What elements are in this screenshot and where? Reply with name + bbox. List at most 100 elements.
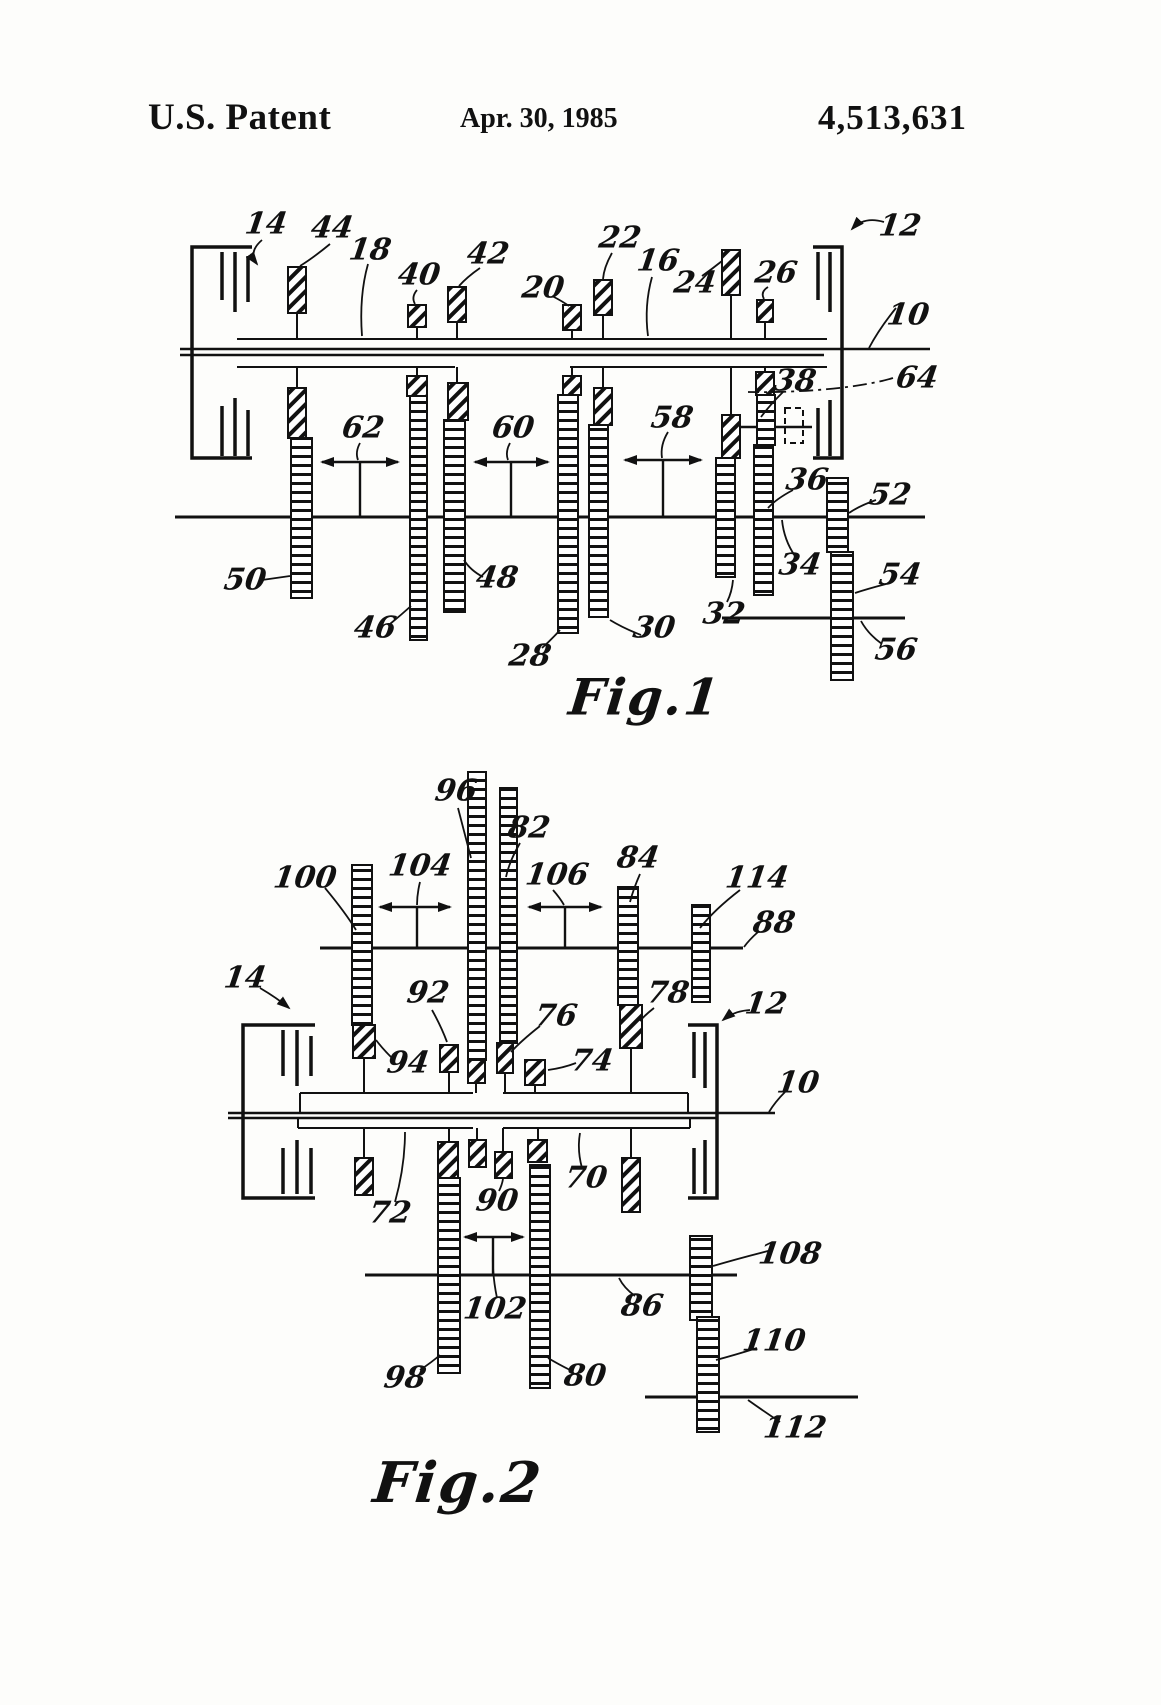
gear-96	[467, 771, 487, 1061]
fig2-leader-lines	[259, 807, 786, 1423]
ref-numeral-24: 24	[671, 265, 719, 301]
figure-2-drawing	[228, 771, 858, 1433]
ref-numeral-10: 10	[774, 1065, 822, 1101]
ref-numeral-108: 108	[756, 1236, 824, 1272]
ref-numeral-12: 12	[742, 986, 790, 1022]
ref-numeral-80: 80	[561, 1358, 609, 1394]
ref-numeral-42: 42	[464, 236, 512, 272]
gear-32	[715, 457, 736, 578]
clutch-42	[447, 286, 467, 323]
ref-numeral-48: 48	[473, 560, 521, 596]
pointer-arrow-12	[850, 216, 885, 231]
ref-numeral-78: 78	[644, 975, 692, 1011]
gear-108	[689, 1235, 713, 1321]
clutch-above-gear-46	[406, 375, 428, 397]
gear-28	[557, 394, 579, 634]
ref-numeral-30: 30	[630, 610, 678, 646]
patent-office-title: U.S. Patent	[148, 97, 332, 138]
clutch-90a	[468, 1139, 487, 1168]
fig2-upper-rail	[299, 1048, 689, 1112]
fig1-leader-lines	[245, 216, 897, 649]
pointer-arrow-12-fig2	[721, 1008, 751, 1022]
leader-64-dashdot	[747, 377, 894, 394]
fig2-gears	[351, 771, 720, 1433]
clutch-76	[496, 1042, 514, 1074]
ref-numeral-44: 44	[308, 210, 356, 246]
ref-numeral-52: 52	[866, 477, 914, 513]
ref-numeral-74: 74	[568, 1043, 616, 1079]
clutch-92	[439, 1044, 459, 1073]
ref-numeral-96: 96	[432, 773, 480, 809]
clutch-74	[524, 1059, 546, 1086]
ref-numeral-106: 106	[523, 857, 591, 893]
patent-date: Apr. 30, 1985	[460, 103, 618, 134]
pointer-arrow-14-fig2	[259, 987, 291, 1010]
ref-numeral-18: 18	[346, 232, 394, 268]
ref-numeral-20: 20	[519, 270, 567, 306]
clutch-70	[621, 1157, 641, 1213]
fig2-shift-fork-arrows	[378, 902, 603, 1275]
ref-numeral-26: 26	[752, 255, 800, 291]
ref-numeral-56: 56	[872, 632, 920, 668]
clutch-above-gear-32	[721, 414, 741, 459]
ref-numeral-98: 98	[381, 1360, 429, 1396]
ref-numeral-54: 54	[876, 557, 924, 593]
clutch-94	[352, 1024, 376, 1059]
ref-numeral-112: 112	[761, 1410, 829, 1446]
clutch-26	[756, 299, 774, 323]
ref-numeral-104: 104	[386, 848, 454, 884]
ref-numeral-36: 36	[783, 462, 831, 498]
fig2-lower-rail	[297, 1119, 691, 1158]
ref-numeral-38: 38	[771, 363, 819, 399]
gear-46	[409, 395, 428, 641]
clutch-24	[721, 249, 741, 296]
gear-100	[351, 864, 373, 1026]
clutch-above-gear-28	[562, 375, 582, 396]
ref-numeral-94: 94	[384, 1045, 432, 1081]
ref-numeral-82: 82	[505, 810, 553, 846]
clutch-above-gear-98	[437, 1141, 459, 1179]
clutch-above-gear-80	[527, 1139, 548, 1163]
gear-80	[529, 1164, 551, 1389]
clutch-above-gear-48	[447, 382, 469, 421]
fig2-right-housing-bracket	[688, 1023, 719, 1200]
figure-2-caption: Fig.2	[370, 1450, 546, 1516]
fig1-right-housing-bracket	[813, 245, 844, 460]
ref-numeral-100: 100	[271, 860, 339, 896]
fig1-gears	[290, 394, 854, 681]
fig2-input-shaft	[228, 1111, 775, 1120]
clutch-72	[354, 1157, 374, 1196]
gear-48	[443, 419, 466, 613]
ref-numeral-70: 70	[562, 1160, 610, 1196]
ref-numeral-114: 114	[723, 860, 791, 896]
fig2-clutches	[352, 1004, 643, 1213]
fig1-clutches	[287, 249, 775, 459]
ref-numeral-14: 14	[242, 206, 290, 242]
ref-numeral-40: 40	[395, 257, 443, 293]
ref-numeral-102: 102	[461, 1291, 529, 1327]
ref-numeral-76: 76	[532, 998, 580, 1034]
ref-numeral-88: 88	[750, 905, 798, 941]
ref-numeral-72: 72	[366, 1195, 414, 1231]
patent-number: 4,513,631	[818, 98, 967, 137]
ref-numeral-90: 90	[473, 1183, 521, 1219]
fig2-left-housing-bracket	[241, 1023, 315, 1200]
ref-numeral-16: 16	[634, 243, 682, 279]
clutch-40	[407, 304, 427, 328]
ref-numeral-84: 84	[614, 840, 662, 876]
gear-114	[691, 904, 711, 1003]
ref-numeral-62: 62	[339, 410, 387, 446]
figure-1-caption: Fig.1	[566, 667, 724, 727]
gear-98	[437, 1177, 461, 1374]
clutch-above-gear-50	[287, 387, 307, 439]
gear-84	[617, 886, 639, 1006]
gear-38	[756, 394, 776, 446]
ref-numeral-28: 28	[506, 638, 554, 674]
page-header: U.S. Patent Apr. 30, 1985 4,513,631	[0, 96, 1161, 142]
ref-numeral-86: 86	[618, 1288, 666, 1324]
gear-54	[830, 551, 854, 681]
ref-numeral-10: 10	[884, 297, 932, 333]
ref-numeral-34: 34	[776, 547, 824, 583]
